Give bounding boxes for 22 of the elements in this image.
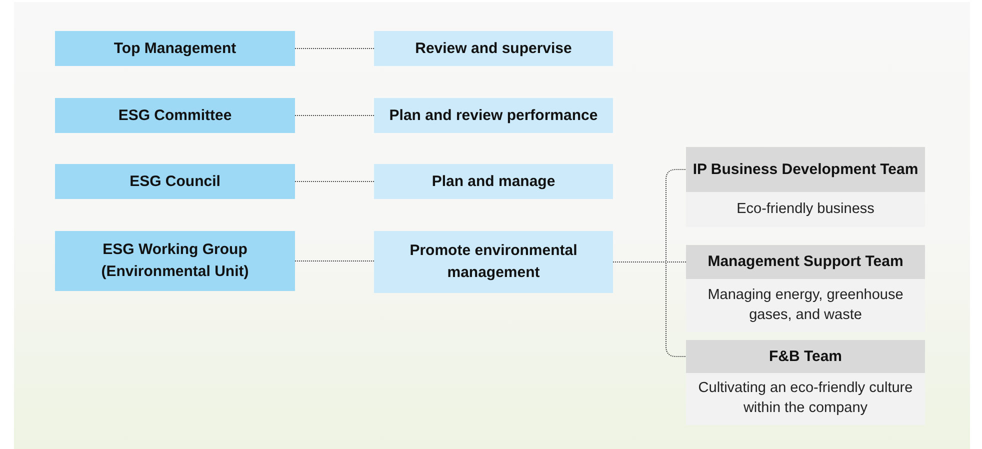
body-box: Top Management <box>55 31 295 66</box>
team-card <box>686 147 925 227</box>
connector-line <box>294 115 374 116</box>
connector-line <box>612 262 686 357</box>
connector-line <box>294 181 374 182</box>
team-heading: Management Support Team <box>686 245 925 279</box>
team-task: Managing energy, greenhouse gases, and waste <box>686 279 925 332</box>
body-box: ESG Committee <box>55 98 295 133</box>
role-box: Review and supervise <box>374 31 613 66</box>
connector-line <box>294 260 374 262</box>
body-box: ESG Working Group (Environmental Unit) <box>55 231 295 291</box>
team-card <box>686 245 925 332</box>
team-task: Eco-friendly business <box>686 192 925 227</box>
role-box: Promote environmental management <box>374 231 613 293</box>
role-box: Plan and manage <box>374 164 613 199</box>
team-heading: IP Business Development Team <box>686 147 925 192</box>
team-task: Cultivating an eco-friendly culture within the company <box>686 373 925 425</box>
connector-line <box>294 48 374 49</box>
body-box: ESG Council <box>55 164 295 199</box>
team-heading: F&B Team <box>686 340 925 373</box>
role-box: Plan and review performance <box>374 98 613 133</box>
team-card <box>686 340 925 425</box>
